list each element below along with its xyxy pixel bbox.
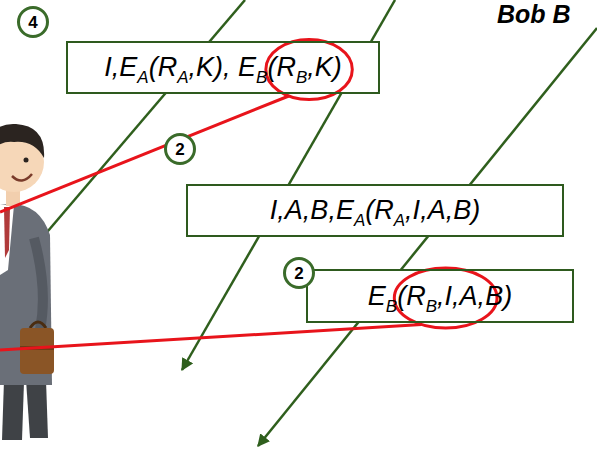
person-tie [4, 207, 10, 258]
text-glyph: , [446, 195, 454, 225]
text-glyph: ( [267, 52, 276, 82]
message-text: I,EA(RA,K), EB(RB,K) [104, 54, 342, 81]
box-fill [66, 41, 380, 94]
message-text: I,A,B,EA(RA,I,A,B) [270, 197, 480, 224]
text-glyph: R [158, 52, 178, 82]
text-glyph: B [386, 297, 397, 316]
text-glyph: , [452, 281, 460, 311]
text-glyph: , [420, 195, 428, 225]
message-box: I,EA(RA,K), EB(RB,K) [66, 41, 380, 94]
box-fill [306, 269, 574, 323]
text-glyph: A [137, 68, 148, 87]
text-glyph: , [478, 281, 486, 311]
text-glyph: , [223, 52, 231, 82]
text-glyph: ) [471, 195, 480, 225]
text-glyph: A [394, 211, 405, 230]
text-glyph: , [303, 195, 311, 225]
text-glyph [231, 52, 239, 82]
person-eye [24, 158, 29, 163]
callout-number: 4 [17, 6, 49, 38]
leader-line [0, 324, 422, 350]
callout-number: 2 [283, 257, 315, 289]
text-glyph: , [437, 281, 445, 311]
text-glyph: R [406, 281, 426, 311]
timelines [42, 0, 597, 446]
briefcase-handle [30, 322, 46, 328]
person-leg [26, 380, 48, 438]
message-box: I,A,B,EA(RA,I,A,B) [186, 184, 564, 237]
text-glyph: B [256, 68, 267, 87]
person-smile [12, 174, 32, 181]
text-glyph: , [405, 195, 413, 225]
highlight-ring [394, 268, 497, 328]
leader-line [0, 96, 289, 212]
text-glyph: E [238, 52, 256, 82]
text-glyph: A [354, 211, 365, 230]
message-text: EB(RB,I,A,B) [368, 283, 512, 310]
text-glyph: A [428, 195, 446, 225]
text-glyph: ) [333, 52, 342, 82]
message-box: EB(RB,I,A,B) [306, 269, 574, 323]
text-glyph: , [277, 195, 285, 225]
highlight-ring [266, 40, 352, 100]
text-glyph: , [307, 52, 315, 82]
text-glyph: I [445, 281, 453, 311]
text-glyph: B [296, 68, 307, 87]
highlight-marks [0, 40, 497, 351]
text-glyph: B [426, 297, 437, 316]
briefcase [20, 328, 54, 374]
text-glyph: I [413, 195, 421, 225]
person-hair [0, 124, 44, 160]
person-shirt [0, 205, 14, 275]
person-arm [34, 238, 43, 330]
text-glyph: , [112, 52, 120, 82]
text-glyph: A [285, 195, 303, 225]
text-glyph: K [196, 52, 214, 82]
text-glyph: B [485, 281, 503, 311]
box-fills [66, 41, 574, 323]
text-glyph: ) [503, 281, 512, 311]
text-glyph: E [119, 52, 137, 82]
person-leg [2, 380, 24, 440]
text-glyph: E [368, 281, 386, 311]
text-glyph: K [315, 52, 333, 82]
text-glyph: A [460, 281, 478, 311]
text-glyph: E [336, 195, 354, 225]
text-glyph: ( [397, 281, 406, 311]
box-fill [186, 184, 564, 237]
text-glyph: R [374, 195, 394, 225]
party-name: Bob B [497, 0, 571, 29]
person-figure [0, 124, 54, 440]
text-glyph: I [104, 52, 112, 82]
text-glyph: B [453, 195, 471, 225]
text-glyph: B [310, 195, 328, 225]
text-glyph: ( [149, 52, 158, 82]
text-glyph: ) [214, 52, 223, 82]
text-glyph: I [270, 195, 278, 225]
text-glyph: R [276, 52, 296, 82]
text-glyph: A [177, 68, 188, 87]
callout-number: 2 [164, 133, 196, 165]
text-glyph: ( [365, 195, 374, 225]
text-glyph: , [188, 52, 196, 82]
text-glyph: , [328, 195, 336, 225]
